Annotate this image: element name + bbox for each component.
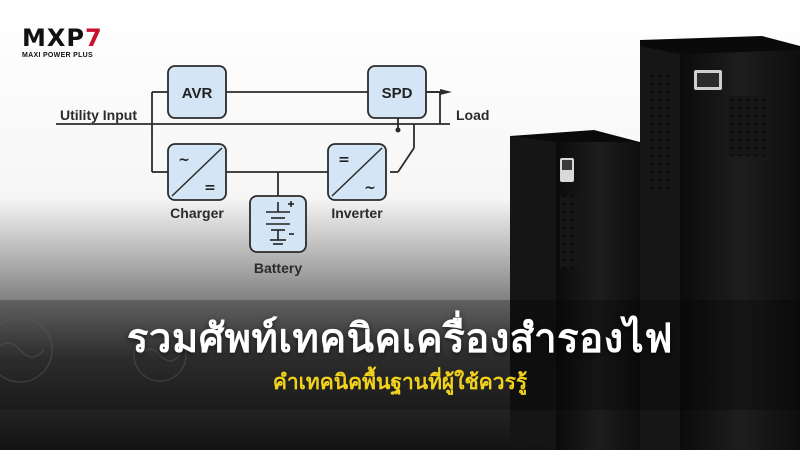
spd-block: SPD xyxy=(367,65,427,119)
inverter-block: = ~ xyxy=(327,143,387,201)
brand-logo: MXP7 MAXI POWER PLUS xyxy=(22,26,122,59)
switch-contact-icon xyxy=(395,127,401,133)
ups-small-vent xyxy=(560,196,578,268)
battery-icon xyxy=(266,201,294,245)
inverter-dc-symbol: = xyxy=(338,152,350,168)
spd-label: SPD xyxy=(382,85,413,102)
ups-block-diagram: Utility Input Load AVR SPD ~ = Charger = xyxy=(56,65,489,276)
headline-title: รวมศัพท์เทคนิคเครื่องสำรองไฟ xyxy=(126,316,674,362)
ups-cabinet-small xyxy=(510,130,640,450)
ups-cabinet-large xyxy=(640,36,800,450)
brand-logo-mark: MXP7 xyxy=(22,24,103,52)
ups-large-vent-side xyxy=(646,70,674,190)
utility-input-label: Utility Input xyxy=(60,107,137,123)
headline-band xyxy=(0,300,800,410)
headline-subtitle: คำเทคนิคพื้นฐานที่ผู้ใช้ควรรู้ xyxy=(272,370,528,394)
ups-large-vent-front xyxy=(728,96,768,156)
charger-ac-symbol: ~ xyxy=(178,152,190,168)
charger-block: ~ = xyxy=(167,143,227,201)
brand-tagline: MAXI POWER PLUS xyxy=(22,52,94,59)
inverter-label: Inverter xyxy=(331,205,383,221)
load-label: Load xyxy=(456,107,489,123)
avr-label: AVR xyxy=(182,85,213,102)
battery-block xyxy=(249,195,307,253)
background-waveform-icons xyxy=(0,317,187,383)
charger-dc-symbol: = xyxy=(204,180,216,196)
inverter-ac-symbol: ~ xyxy=(364,180,376,196)
battery-label: Battery xyxy=(254,260,302,276)
charger-label: Charger xyxy=(170,205,224,221)
load-arrow-icon xyxy=(440,89,452,95)
avr-block: AVR xyxy=(167,65,227,119)
diagram-wires xyxy=(56,91,450,196)
